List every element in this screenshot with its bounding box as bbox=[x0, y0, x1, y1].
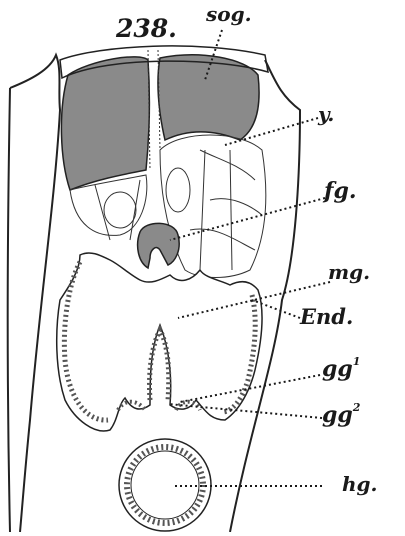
label-gg2-superscript: 2 bbox=[353, 401, 361, 414]
label-gg2: gg2 bbox=[322, 404, 360, 426]
label-gg1-superscript: 1 bbox=[353, 355, 361, 368]
label-mg: mg. bbox=[328, 262, 370, 282]
label-fg: fg. bbox=[324, 180, 357, 202]
hindgut bbox=[119, 439, 211, 531]
label-gg1-base: gg bbox=[322, 356, 353, 382]
figure-number: 238. bbox=[116, 14, 177, 43]
label-gg2-base: gg bbox=[322, 402, 353, 428]
label-sog: sog. bbox=[206, 4, 252, 24]
label-hg: hg. bbox=[342, 474, 378, 494]
label-y: y. bbox=[318, 104, 334, 124]
label-end: End. bbox=[300, 306, 353, 327]
label-gg1: gg1 bbox=[322, 358, 360, 380]
